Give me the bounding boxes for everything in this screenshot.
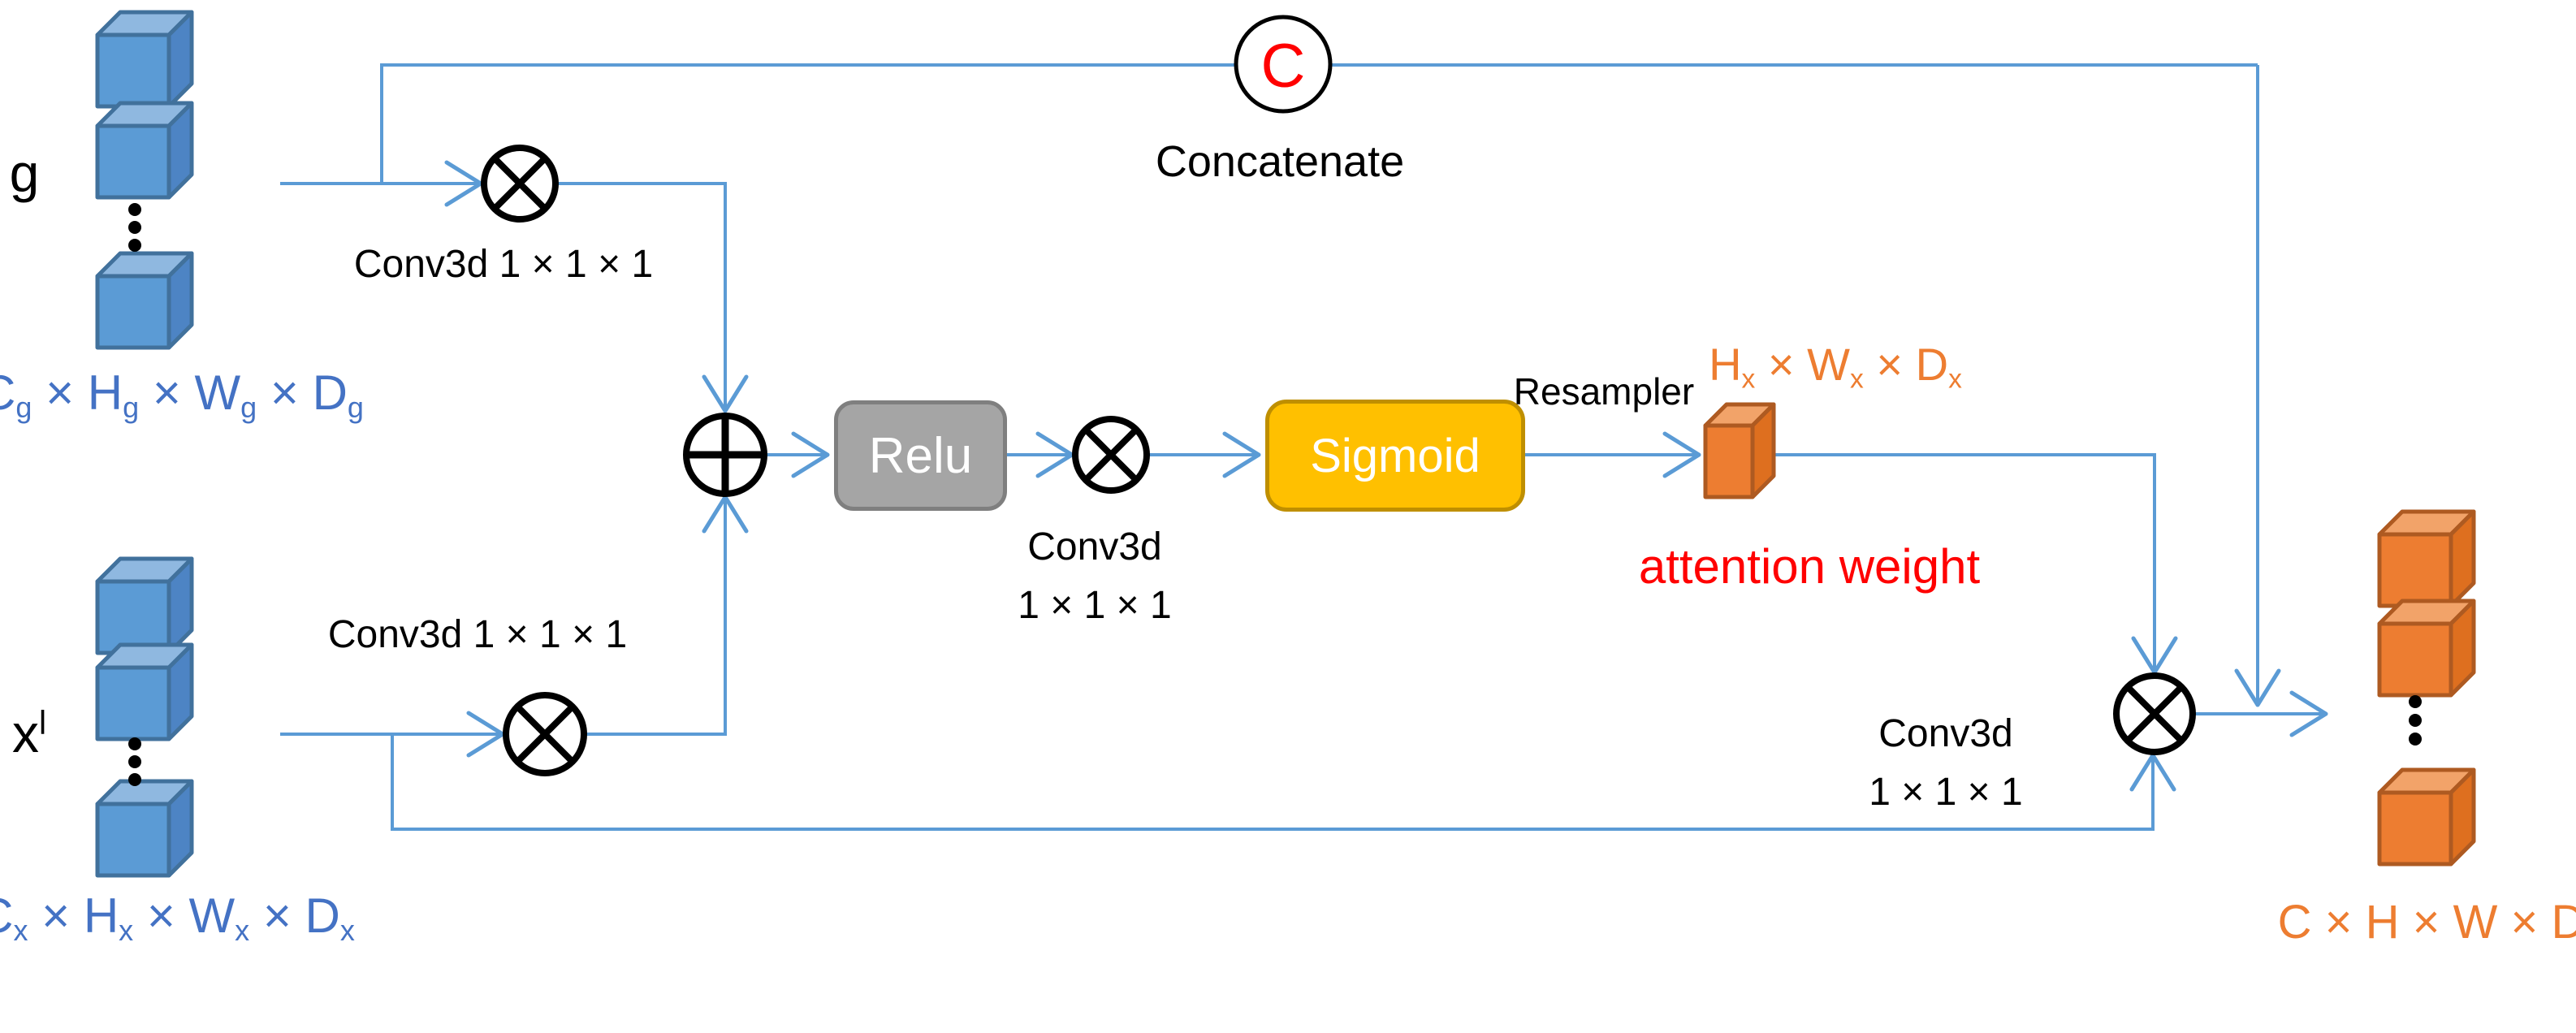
g-stack-ellipsis-dot-2 — [128, 221, 141, 234]
edge-x-skip — [391, 734, 2176, 831]
output-stack-ellipsis-dot-1 — [2409, 695, 2422, 708]
conv3d-right-line2: 1 × 1 × 1 — [1869, 771, 2023, 814]
output-cube-1 — [2377, 509, 2476, 608]
output-stack-ellipsis-dot-3 — [2409, 733, 2422, 746]
multiply-node-x — [503, 692, 587, 776]
g-input-cube-2 — [95, 101, 194, 200]
conv3d-mid-line1: Conv3d — [1027, 525, 1162, 568]
resampler-label: Resampler — [1513, 370, 1695, 413]
x-stack-ellipsis-dot-3 — [128, 773, 141, 786]
edge-g-to-add — [555, 182, 749, 413]
conv3d-right-label: Conv3d 1 × 1 × 1 — [1869, 705, 2023, 822]
multiply-node-g — [481, 145, 559, 223]
plus-icon — [686, 416, 764, 494]
x-input-cube-1 — [95, 556, 194, 655]
conv3d-mid-line2: 1 × 1 × 1 — [1018, 584, 1172, 627]
multiply-x-icon — [491, 155, 548, 212]
edge-attention-to-multiply — [1774, 453, 2178, 675]
conv3d-bottom-label: Conv3d 1 × 1 × 1 — [327, 613, 628, 656]
output-dimensions-label: C × H × W × D — [2277, 896, 2576, 949]
multiply-node-out — [2113, 672, 2196, 755]
sigmoid-label: Sigmoid — [1310, 429, 1480, 482]
conv3d-top-label: Conv3d 1 × 1 × 1 — [353, 243, 654, 286]
output-cube-3 — [2377, 767, 2476, 867]
add-node — [683, 413, 767, 497]
x-input-cube-3 — [95, 779, 194, 878]
output-cube-2 — [2377, 599, 2476, 698]
relu-block: Relu — [834, 400, 1007, 511]
multiply-node-mid — [1072, 416, 1150, 494]
relu-label: Relu — [868, 427, 973, 484]
x-stack-ellipsis-dot-1 — [128, 737, 141, 750]
attention-dimensions-label: Hx × Wx × Dx — [1709, 339, 1962, 395]
g-stack-ellipsis-dot-3 — [128, 239, 141, 252]
multiply-x-icon — [515, 704, 575, 764]
edge-g-to-concat-rail — [380, 63, 2258, 184]
multiply-x-icon — [1083, 426, 1139, 483]
sigmoid-block: Sigmoid — [1265, 400, 1525, 512]
concatenate-c-symbol: C — [1260, 32, 1306, 101]
attention-weight-cube — [1703, 402, 1776, 499]
g-input-cube-3 — [95, 251, 194, 350]
conv3d-right-line1: Conv3d — [1878, 712, 2013, 755]
concatenate-label: Concatenate — [1155, 137, 1405, 186]
output-stack-ellipsis-dot-2 — [2409, 714, 2422, 727]
x-dimensions-label: Cx × Hx × Wx × Dx — [0, 888, 355, 948]
g-input-cube-1 — [95, 10, 194, 109]
edge-x-to-add — [584, 495, 749, 736]
input-x-label: xl — [11, 703, 47, 763]
x-stack-ellipsis-dot-2 — [128, 755, 141, 768]
multiply-x-icon — [2125, 685, 2184, 743]
conv3d-mid-label: Conv3d 1 × 1 × 1 — [1018, 518, 1172, 635]
attention-weight-label: attention weight — [1638, 539, 1981, 594]
x-input-cube-2 — [95, 642, 194, 741]
input-g-label: g — [9, 143, 40, 203]
g-dimensions-label: Cg × Hg × Wg × Dg — [0, 365, 364, 425]
concatenate-node — [1234, 15, 1333, 114]
g-stack-ellipsis-dot-1 — [128, 203, 141, 216]
